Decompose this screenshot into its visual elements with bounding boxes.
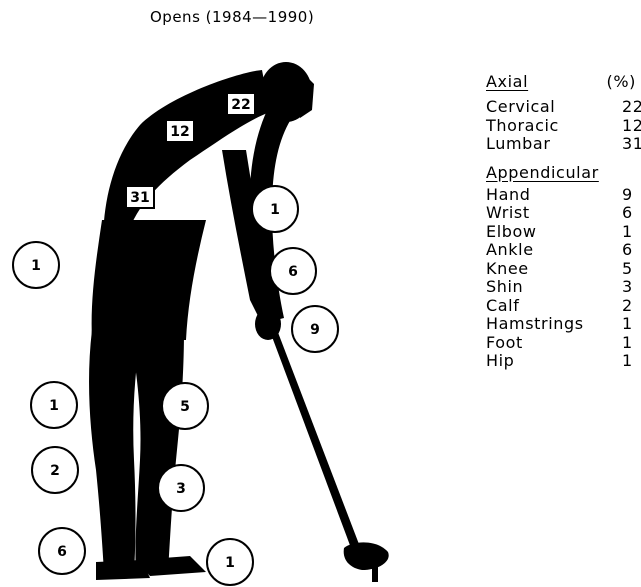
- lumbar-box-value: 31: [130, 190, 149, 206]
- foot-circle: 6: [39, 528, 85, 574]
- thoracic-box-value: 12: [170, 124, 189, 140]
- cervical-box: 22: [227, 93, 255, 115]
- ankle-circle-value: 1: [225, 555, 235, 571]
- ankle-circle: 1: [207, 539, 253, 585]
- table-row: Hip 1: [486, 352, 636, 371]
- hand-circle-value: 9: [310, 322, 320, 338]
- table-row: Calf 2: [486, 297, 636, 316]
- row-label: Shin: [486, 278, 523, 297]
- row-value: 3: [622, 278, 636, 297]
- table-row: Ankle 6: [486, 241, 636, 260]
- table-row: Thoracic 12: [486, 117, 636, 136]
- row-label: Elbow: [486, 223, 537, 242]
- row-label: Hand: [486, 186, 531, 205]
- thoracic-box: 12: [166, 120, 194, 142]
- table-row: Lumbar 31: [486, 135, 636, 154]
- hip-circle: 1: [13, 242, 59, 288]
- unit-header: (%): [607, 70, 637, 94]
- row-value: 6: [622, 204, 636, 223]
- row-value: 22: [622, 98, 636, 117]
- table-row: Shin 3: [486, 278, 636, 297]
- wrist-circle-value: 6: [288, 264, 298, 280]
- calf-circle-value: 2: [50, 463, 60, 479]
- row-value: 9: [622, 186, 636, 205]
- knee-circle: 5: [162, 383, 208, 429]
- row-label: Calf: [486, 297, 519, 316]
- axial-header: Axial: [486, 70, 528, 94]
- row-value: 1: [622, 334, 636, 353]
- row-label: Wrist: [486, 204, 530, 223]
- appendicular-header: Appendicular: [486, 163, 599, 182]
- table-row: Hand 9: [486, 186, 636, 205]
- lumbar-box: 31: [126, 186, 154, 208]
- hamstrings-circle-value: 1: [49, 398, 59, 414]
- row-label: Foot: [486, 334, 523, 353]
- foot-circle-value: 6: [57, 544, 67, 560]
- row-label: Hamstrings: [486, 315, 584, 334]
- hamstrings-circle: 1: [31, 382, 77, 428]
- elbow-circle: 1: [252, 186, 298, 232]
- row-value: 1: [622, 315, 636, 334]
- hip-circle-value: 1: [31, 258, 41, 274]
- golfer-silhouette: [89, 62, 389, 582]
- row-value: 1: [622, 352, 636, 371]
- hand-circle: 9: [292, 306, 338, 352]
- appendicular-list: Hand 9 Wrist 6 Elbow 1 Ankle 6 Knee 5 Shin 3 C…: [486, 186, 636, 371]
- row-label: Lumbar: [486, 135, 551, 154]
- elbow-circle-value: 1: [270, 202, 280, 218]
- wrist-circle: 6: [270, 248, 316, 294]
- row-label: Ankle: [486, 241, 534, 260]
- table-row: Cervical 22: [486, 98, 636, 117]
- row-label: Hip: [486, 352, 514, 371]
- row-value: 31: [622, 135, 636, 154]
- table-row: Foot 1: [486, 334, 636, 353]
- shin-circle: 3: [158, 465, 204, 511]
- table-row: Knee 5: [486, 260, 636, 279]
- calf-circle: 2: [32, 447, 78, 493]
- table-row: Hamstrings 1: [486, 315, 636, 334]
- row-value: 1: [622, 223, 636, 242]
- shin-circle-value: 3: [176, 481, 186, 497]
- knee-circle-value: 5: [180, 399, 190, 415]
- row-value: 2: [622, 297, 636, 316]
- table-row: Elbow 1: [486, 223, 636, 242]
- row-value: 12: [622, 117, 636, 136]
- axial-header-row: Axial (%): [486, 70, 636, 94]
- row-value: 5: [622, 260, 636, 279]
- row-value: 6: [622, 241, 636, 260]
- axial-list: Cervical 22 Thoracic 12 Lumbar 31: [486, 98, 636, 154]
- row-label: Cervical: [486, 98, 555, 117]
- appendicular-header-row: Appendicular: [486, 160, 636, 186]
- cervical-box-value: 22: [231, 97, 250, 113]
- table-row: Wrist 6: [486, 204, 636, 223]
- row-label: Knee: [486, 260, 529, 279]
- row-label: Thoracic: [486, 117, 559, 136]
